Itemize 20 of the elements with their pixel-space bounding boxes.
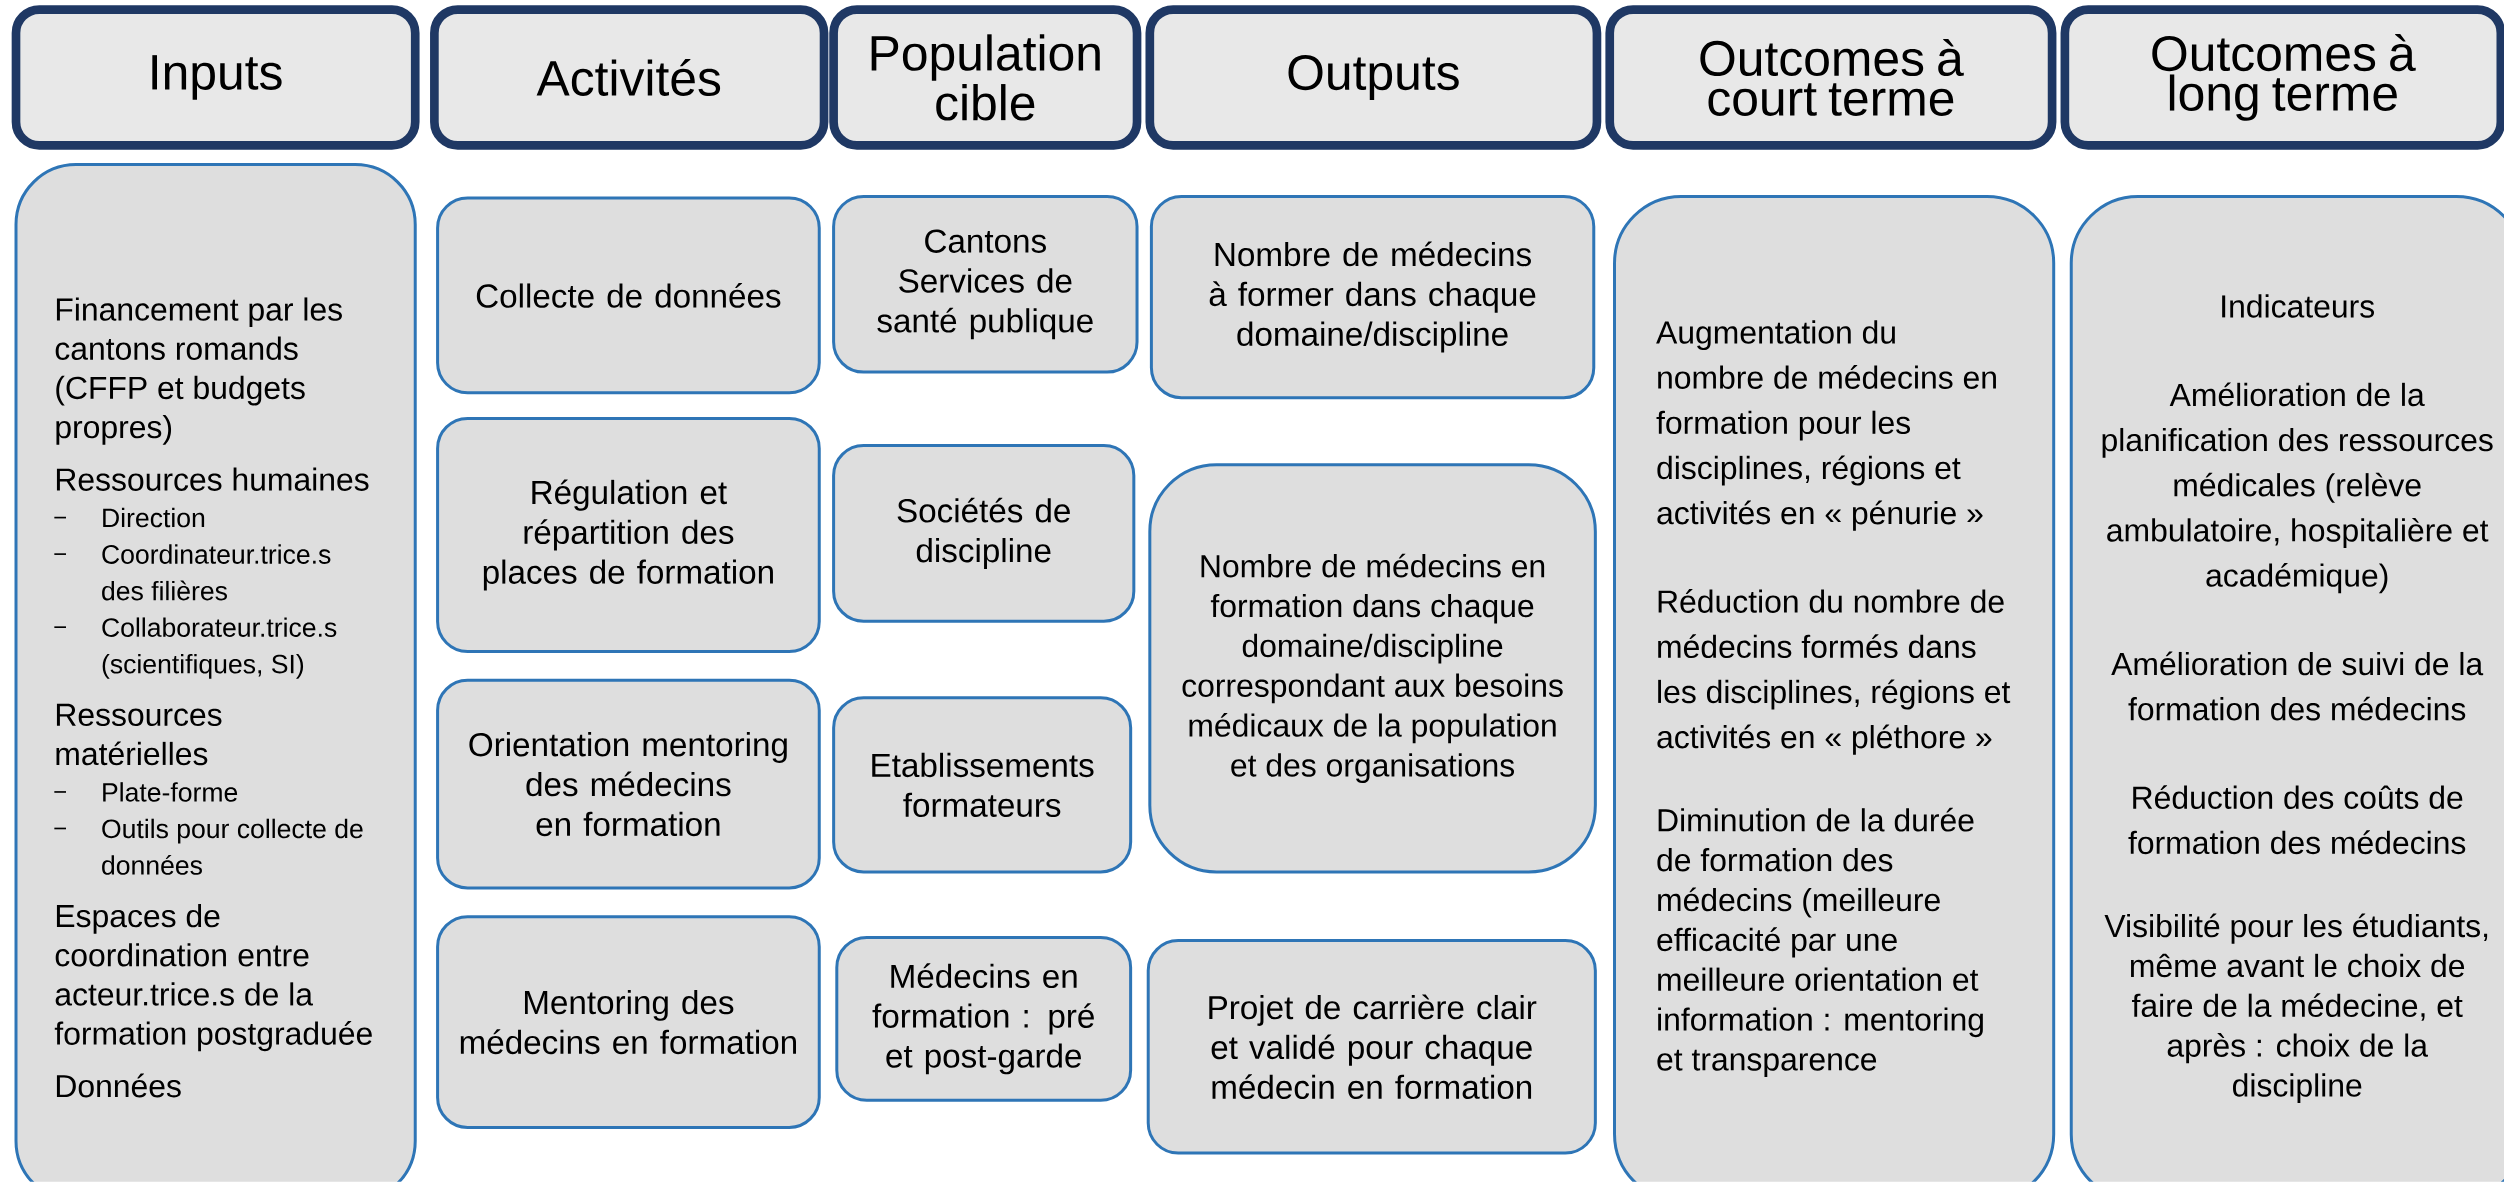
header-box: Population cible [829, 5, 1142, 150]
header-box: Outputs [1145, 5, 1602, 150]
rounded-box: Projet de carrière clair et validé pour chaque médecin en formation [1146, 939, 1597, 1155]
header-box: Activités [430, 5, 829, 150]
rounded-box: Régulation et répartition des places de formation [436, 417, 821, 654]
inputs-box: Financement par les cantons romands (CFFP et budgets propres) Ressources humaines Direction Coordinateur.trice.s des filières Collaborateur.trice.s (scientifiques, SI) Ressources matérielles Plate-forme Outils pour collecte de données Espaces de coordination entre acteur.trice.s de la formation postgraduée Données [14, 163, 417, 1182]
rounded-box: Augmentation du nombre de médecins en formation pour les disciplines, régions et activités en « pénurie » Réduction du nombre de médecins formés dans les disciplines, régions et activités en « pléthore » Diminution de la durée de formation des médecins (meilleure efficacité par une meilleure orientation et information : mentoring et transparence [1613, 195, 2056, 1182]
rounded-box: Nombre de médecins en formation dans chaque domaine/discipline correspondant aux besoins médicaux de la population et des organisations [1148, 463, 1597, 874]
header-box: Outcomes à court terme [1605, 5, 2057, 150]
rounded-box: Collecte de données [436, 196, 821, 395]
rounded-box: Orientation mentoring des médecins en formation [436, 678, 821, 890]
rounded-box: Mentoring des médecins en formation [436, 915, 821, 1130]
header-box: Outcomes à long terme [2060, 5, 2504, 150]
header-box: Inputs [11, 5, 420, 150]
rounded-box: Nombre de médecins à former dans chaque domaine/discipline [1149, 195, 1596, 400]
rounded-box: Cantons Services de santé publique [832, 195, 1139, 374]
rounded-box: Sociétés de discipline [832, 444, 1136, 623]
rounded-box: Indicateurs Amélioration de la planification des ressources médicales (relève ambulatoire, hospitalière et académique) Amélioration de suivi de la formation des médecins Réduction des coûts de formation des médecins Visibilité pour les étudiants, même avant le choix de faire de la médecine, et après : choix de la discipline [2069, 195, 2504, 1182]
rounded-box: Etablissements formateurs [832, 696, 1133, 874]
rounded-box: Médecins en formation : pré et post-garde [835, 936, 1133, 1102]
